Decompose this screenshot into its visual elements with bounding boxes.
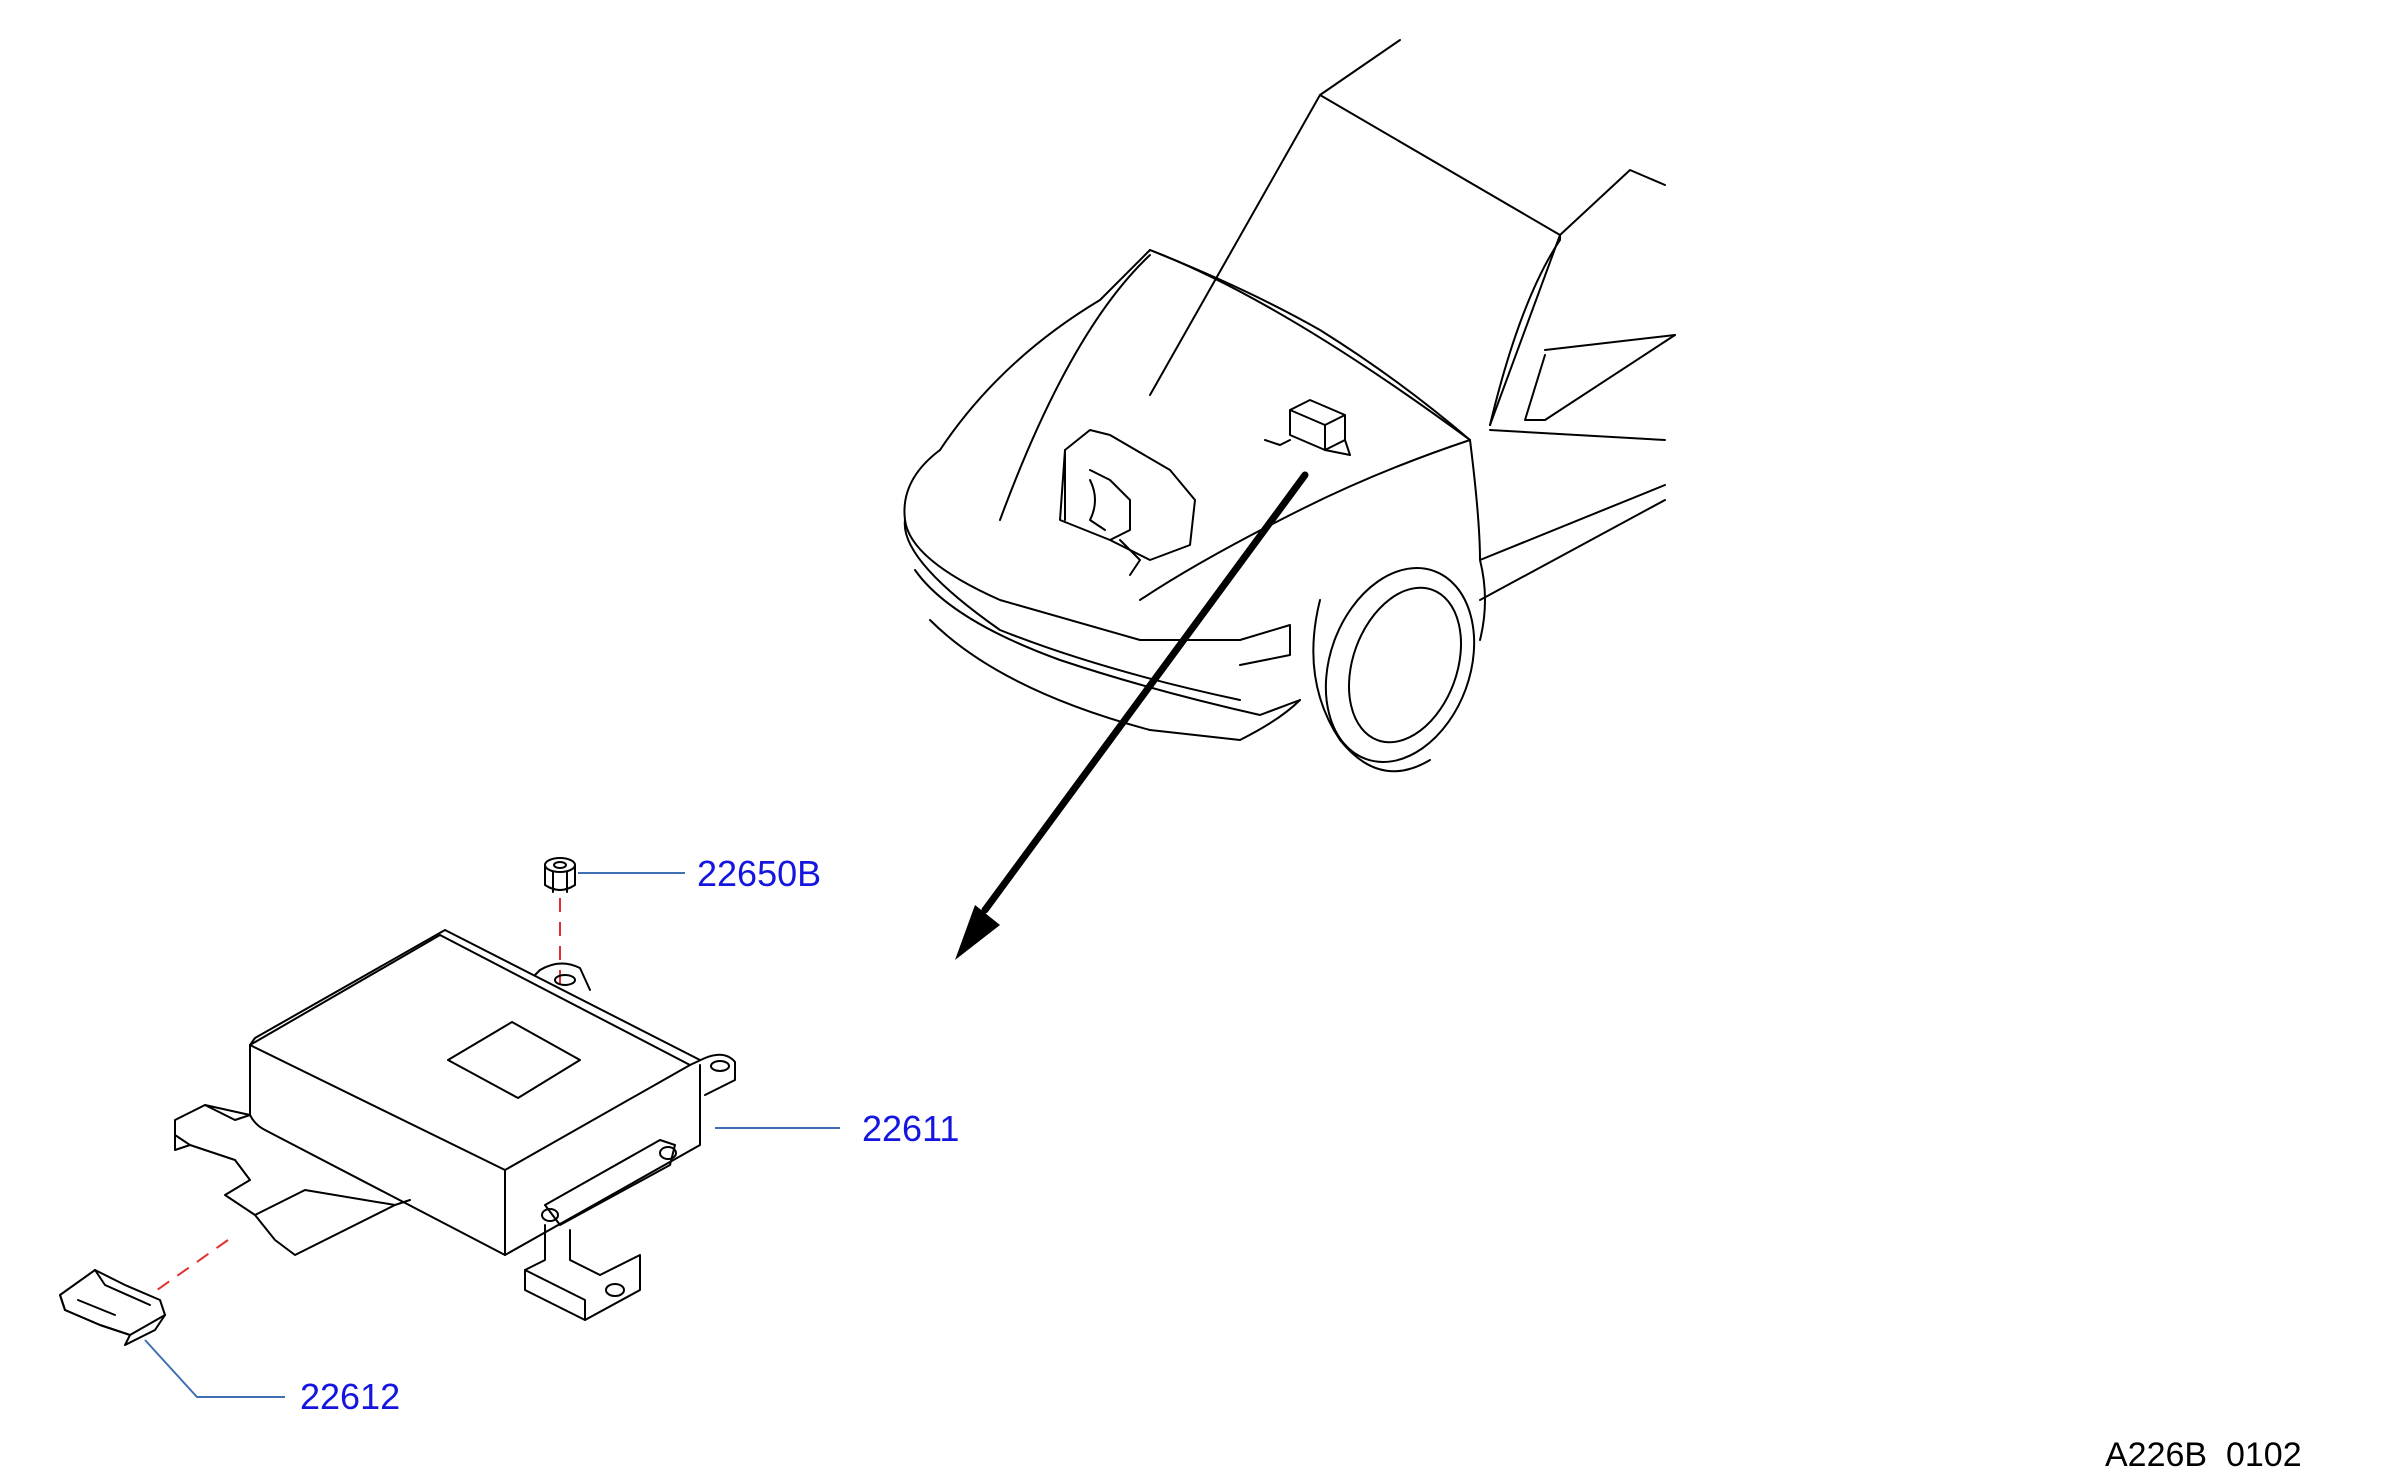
clip-assembly-line (149, 1239, 229, 1296)
part-number-22650B[interactable]: 22650B (697, 853, 821, 894)
part-number-22612[interactable]: 22612 (300, 1376, 400, 1417)
car-illustration (903, 39, 1676, 773)
nut-icon (544, 857, 576, 893)
leader-line-22612 (144, 1339, 285, 1398)
location-arrow (955, 471, 1309, 960)
bracket-clip-icon (59, 1269, 166, 1346)
part-number-22611[interactable]: 22611 (862, 1108, 959, 1149)
illustration-code: A226B 0102 (2105, 1436, 2302, 1474)
control-unit-icon (174, 929, 736, 1321)
